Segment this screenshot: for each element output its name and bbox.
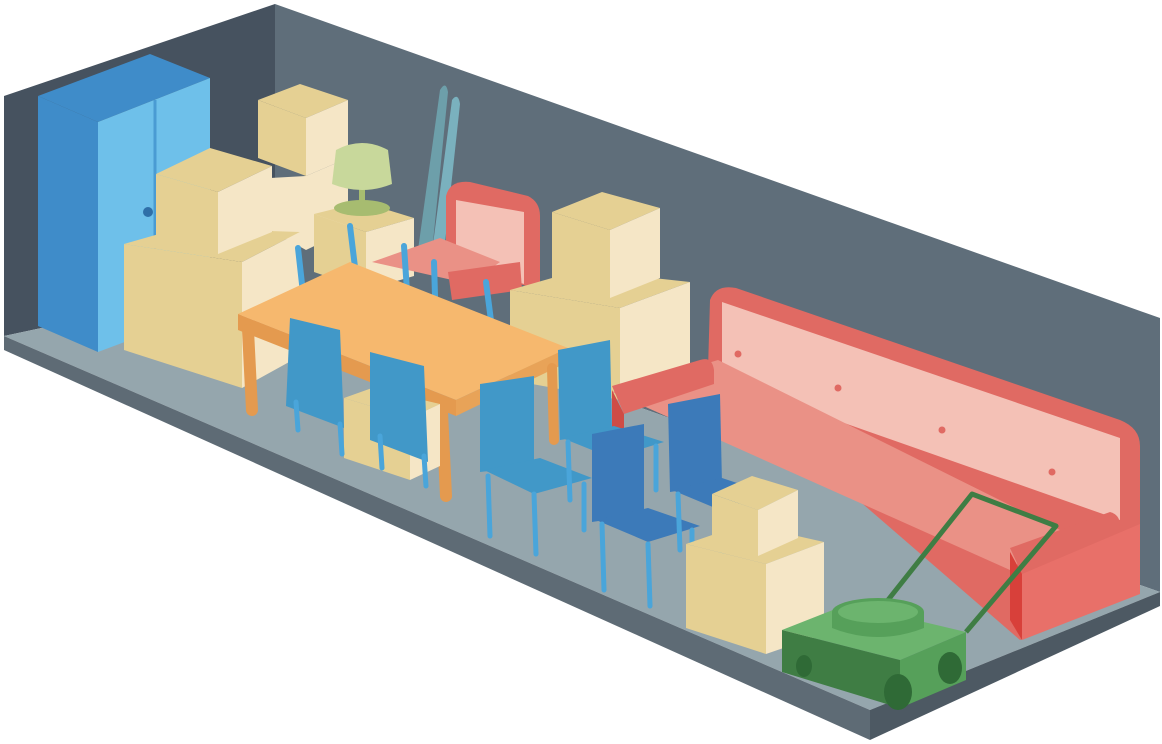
box-stack-left <box>124 148 300 388</box>
table-lamp <box>332 143 392 216</box>
lawn-mower <box>782 491 1059 710</box>
box-stack-front <box>686 476 824 654</box>
skis <box>418 85 460 252</box>
floor-edge-right <box>870 592 1160 740</box>
chair-front-1 <box>286 318 345 457</box>
chair-right-3 <box>592 424 700 609</box>
chair-front-2 <box>370 352 429 489</box>
chair-right-1 <box>480 376 592 557</box>
floor-edge <box>4 336 870 740</box>
